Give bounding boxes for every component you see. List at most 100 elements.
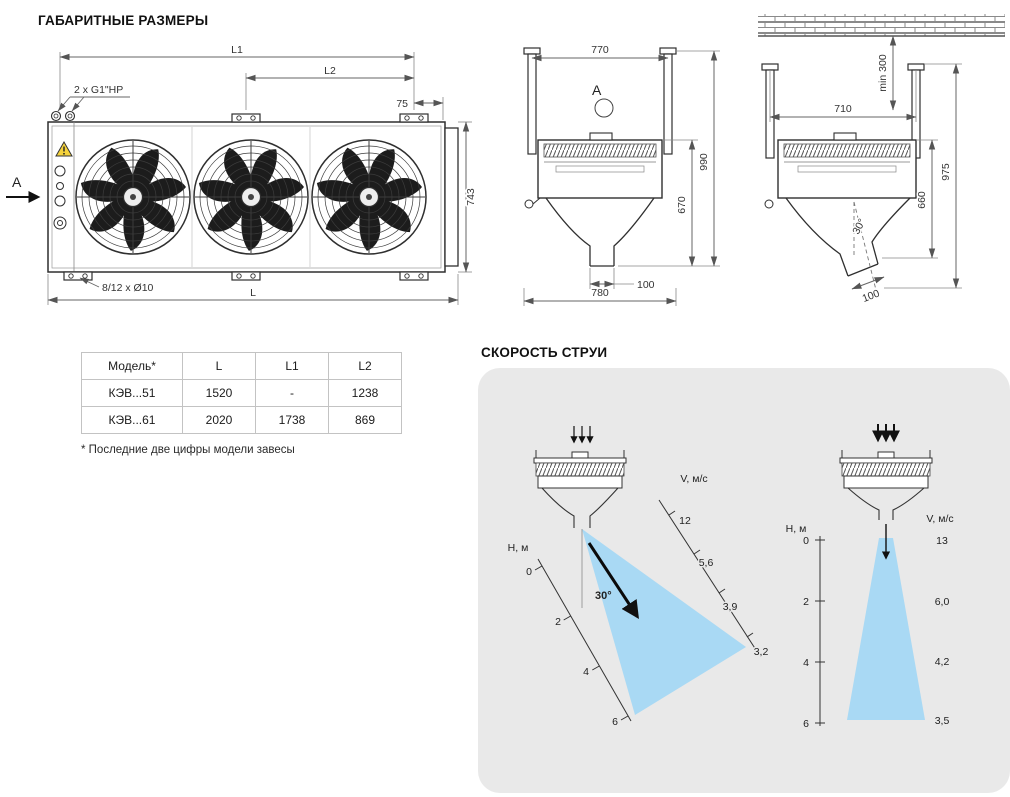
h-axis-label: Н, м [786, 523, 807, 535]
unit-sketch [839, 424, 933, 520]
dimension-lines [47, 53, 470, 304]
dim-label-743: 743 [465, 188, 477, 206]
v-value-label: 4,2 [935, 656, 950, 668]
fan-icon [193, 139, 309, 255]
table-row: КЭВ...61 2020 1738 869 [81, 406, 402, 434]
holes-label: 8/12 x Ø10 [102, 282, 154, 294]
mounting-tab [63, 271, 93, 281]
v-value-label: 5,6 [699, 557, 714, 569]
table-footnote: * Последние две цифры модели завесы [81, 444, 295, 456]
mounting-tab [399, 113, 429, 123]
cell-model: КЭВ...61 [81, 406, 183, 434]
h-tick-label: 6 [612, 716, 618, 728]
v-value-label: 13 [936, 535, 948, 547]
h-axis-label: Н, м [508, 542, 529, 554]
front-view: A L1 L2 75 743 L 8/12 x Ø10 2 x G1"НР [6, 43, 479, 305]
cell-l: 2020 [182, 406, 256, 434]
h-tick-label: 0 [803, 535, 809, 547]
cell-l1: 1738 [255, 406, 329, 434]
h-tick-label: 0 [526, 566, 532, 578]
fan-icon [75, 139, 191, 255]
v-value-label: 3,2 [754, 646, 769, 658]
outlet-funnel [545, 197, 655, 267]
h-tick-label: 2 [803, 596, 809, 608]
dim-label-l1: L1 [231, 44, 243, 56]
jet-angle-label: 30° [595, 590, 612, 602]
heat-exchanger-hatch [783, 143, 911, 158]
end-plate [444, 127, 459, 267]
dim-label-75: 75 [396, 98, 408, 110]
dim-label-l: L [250, 287, 256, 299]
wall-mount-view: min 300 710 [758, 14, 1005, 306]
ceiling-wall [758, 14, 1005, 36]
jet-diagrams-svg: 30° Н, м 0 2 4 6 [506, 424, 955, 732]
jet-stream-shape [847, 538, 925, 720]
v-axis-label: V, м/с [926, 513, 953, 525]
jet-diagram-angled: 30° Н, м 0 2 4 6 [506, 426, 770, 730]
cell-l: 1520 [182, 379, 256, 407]
col-header-model: Модель* [81, 352, 183, 380]
dim-label-100-wall: 100 [861, 287, 882, 305]
holes-leader [79, 277, 100, 288]
v-value-label: 6,0 [935, 596, 950, 608]
section-view-a: 770 A 990 [523, 43, 720, 306]
view-a-label: A [12, 174, 22, 190]
jet-stream-shape [582, 529, 746, 715]
dim-label-770: 770 [591, 44, 609, 56]
thread-fittings [50, 110, 76, 122]
h-tick-label: 6 [803, 718, 809, 730]
jet-heading: СКОРОСТЬ СТРУИ [481, 345, 608, 360]
v-value-label: 3,9 [723, 601, 738, 613]
v-axis: V, м/с 13 6,0 4,2 3,5 [925, 512, 955, 729]
mounting-tab [231, 113, 261, 123]
h-axis: Н, м 0 2 4 6 [784, 522, 825, 732]
h-tick-label: 4 [803, 657, 809, 669]
mounting-tab [399, 271, 429, 281]
jet-velocity-panel: 30° Н, м 0 2 4 6 [478, 368, 1010, 793]
unit-sketch [533, 426, 627, 528]
section-a-circle-icon [594, 98, 614, 118]
jet-diagram-vertical: Н, м 0 2 4 6 V, м/с 13 6,0 4,2 3,5 [784, 424, 955, 732]
v-axis-label: V, м/с [680, 473, 707, 485]
warning-icon [55, 140, 73, 157]
dim-label-l2: L2 [324, 65, 336, 77]
fan-icon [311, 139, 427, 255]
col-header-l2: L2 [328, 352, 402, 380]
jet-axis-dashed [853, 201, 877, 291]
dimension-drawings-svg: A L1 L2 75 743 L 8/12 x Ø10 2 x G1"НР 77… [6, 14, 1005, 306]
col-header-l: L [182, 352, 256, 380]
side-connections [53, 165, 67, 230]
cell-model: КЭВ...51 [81, 379, 183, 407]
v-axis: V, м/с 12 5,6 3,9 3,2 [658, 472, 770, 660]
mounting-tab [231, 271, 261, 281]
drain-fitting [524, 199, 534, 209]
cell-l2: 1238 [328, 379, 402, 407]
dim-label-30deg: 30° [850, 217, 868, 237]
h-axis: Н, м 0 2 4 6 [506, 541, 632, 730]
dim-label-780: 780 [591, 287, 609, 299]
thread-leader [57, 96, 130, 112]
col-header-l1: L1 [255, 352, 329, 380]
v-value-label: 3,5 [935, 715, 950, 727]
dim-label-min300: min 300 [877, 54, 889, 92]
jet-direction-arrow-icon [587, 542, 639, 620]
table-row: КЭВ...51 1520 - 1238 [81, 379, 402, 407]
heat-exchanger-hatch [543, 143, 657, 158]
thread-label: 2 x G1"НР [74, 84, 123, 96]
dim-label-710: 710 [834, 103, 852, 115]
dim-label-670: 670 [676, 196, 688, 214]
cell-l1: - [255, 379, 329, 407]
section-a-mark: A [592, 82, 602, 98]
dim-label-660: 660 [916, 191, 928, 209]
cell-l2: 869 [328, 406, 402, 434]
drain-fitting [764, 199, 774, 209]
dim-label-100-section: 100 [637, 279, 655, 291]
h-tick-label: 2 [555, 616, 561, 628]
angled-outlet-funnel [785, 197, 911, 277]
dim-label-990: 990 [698, 153, 710, 171]
v-value-label: 12 [679, 515, 691, 527]
table-header-row: Модель* L L1 L2 [81, 352, 402, 380]
h-tick-label: 4 [583, 666, 589, 678]
hanging-brackets [523, 47, 677, 155]
